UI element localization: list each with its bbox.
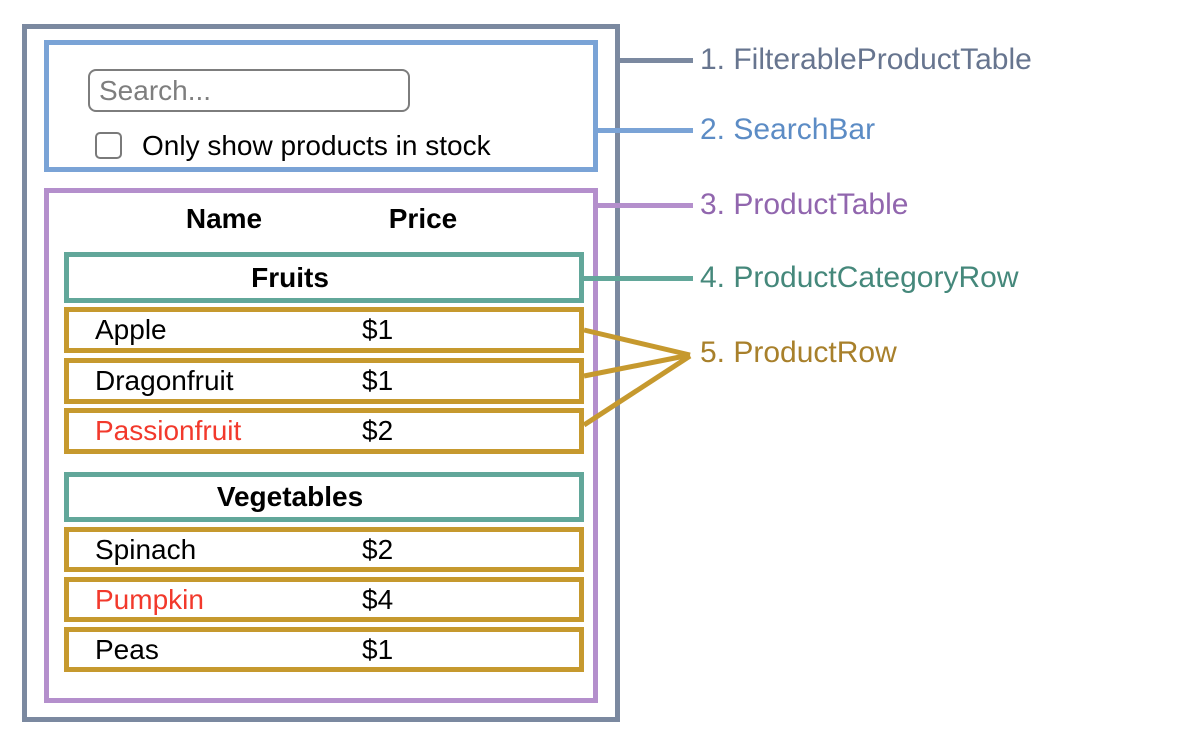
connector-line-search-bar <box>597 128 693 133</box>
in-stock-checkbox-label: Only show products in stock <box>142 130 491 161</box>
category-name: Vegetables <box>216 481 364 512</box>
connector-line-product-category-row <box>583 276 693 281</box>
product-name: Peas <box>95 633 159 665</box>
product-row: Apple $1 <box>64 307 584 353</box>
product-row: Dragonfruit $1 <box>64 358 584 404</box>
product-price: $2 <box>362 533 394 565</box>
product-name-out-of-stock: Pumpkin <box>95 583 204 615</box>
product-row: Passionfruit $2 <box>64 408 584 454</box>
in-stock-checkbox[interactable] <box>95 132 122 159</box>
legend-label-product-category-row: 4. ProductCategoryRow <box>700 261 1019 294</box>
product-category-row: Fruits <box>64 252 584 303</box>
product-price: $4 <box>362 583 394 615</box>
column-header-price: Price <box>388 203 458 234</box>
legend-label-search-bar: 2. SearchBar <box>700 113 876 146</box>
legend-label-filterable-product-table: 1. FilterableProductTable <box>700 43 1032 76</box>
search-input[interactable] <box>88 69 410 112</box>
product-price: $2 <box>362 415 394 446</box>
product-price: $1 <box>362 633 394 665</box>
legend-label-product-row: 5. ProductRow <box>700 336 897 369</box>
product-price: $1 <box>362 314 394 345</box>
connector-line-filterable-product-table <box>617 58 693 63</box>
product-row: Peas $1 <box>64 627 584 672</box>
product-row: Spinach $2 <box>64 527 584 572</box>
product-category-row: Vegetables <box>64 472 584 522</box>
column-header-name: Name <box>185 203 263 234</box>
product-price: $1 <box>362 365 394 396</box>
connector-line-product-table <box>597 203 693 208</box>
legend-label-product-table: 3. ProductTable <box>700 188 909 221</box>
category-name: Fruits <box>251 261 329 293</box>
product-name-out-of-stock: Passionfruit <box>95 415 242 446</box>
product-name: Dragonfruit <box>95 365 234 396</box>
product-name: Spinach <box>95 533 197 565</box>
product-name: Apple <box>95 314 167 345</box>
product-row: Pumpkin $4 <box>64 577 584 622</box>
